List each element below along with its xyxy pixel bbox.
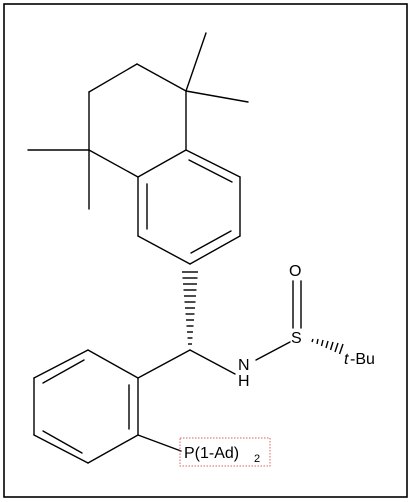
double-bond-inner <box>42 430 83 454</box>
bond <box>88 63 138 93</box>
hashed-wedge-bond <box>311 338 344 355</box>
bond-n-s <box>255 341 291 361</box>
bond <box>185 149 241 178</box>
oxygen-label: O <box>289 263 301 280</box>
double-bond-inner <box>42 359 85 384</box>
double-bond-inner <box>188 159 233 183</box>
bond-lines <box>27 32 302 464</box>
bond <box>87 434 139 464</box>
bond <box>33 434 89 464</box>
tbu-label: -Bu <box>350 351 375 368</box>
sulfur-label: S <box>291 330 302 347</box>
tbu-t-label: t <box>344 351 349 368</box>
figure-frame <box>3 3 408 498</box>
phosphine-highlight-box <box>179 437 271 467</box>
methyl-bond <box>185 32 207 92</box>
bond <box>33 349 89 379</box>
bond-c-p <box>137 434 182 452</box>
nitrogen-label: N <box>238 357 250 374</box>
bond-c-n <box>189 349 236 375</box>
double-bond-inner <box>190 230 232 254</box>
bond <box>136 63 187 92</box>
bond <box>137 349 191 379</box>
bond <box>137 235 191 265</box>
bond <box>189 235 241 265</box>
hashed-wedge-bond <box>182 271 198 345</box>
hydrogen-label: H <box>238 373 250 390</box>
methyl-bond <box>185 90 249 103</box>
bond <box>87 349 139 379</box>
phosphine-label: P(1-Ad) <box>184 445 239 462</box>
phosphine-subscript: 2 <box>254 453 260 465</box>
bond <box>137 149 187 178</box>
bond <box>88 149 139 178</box>
